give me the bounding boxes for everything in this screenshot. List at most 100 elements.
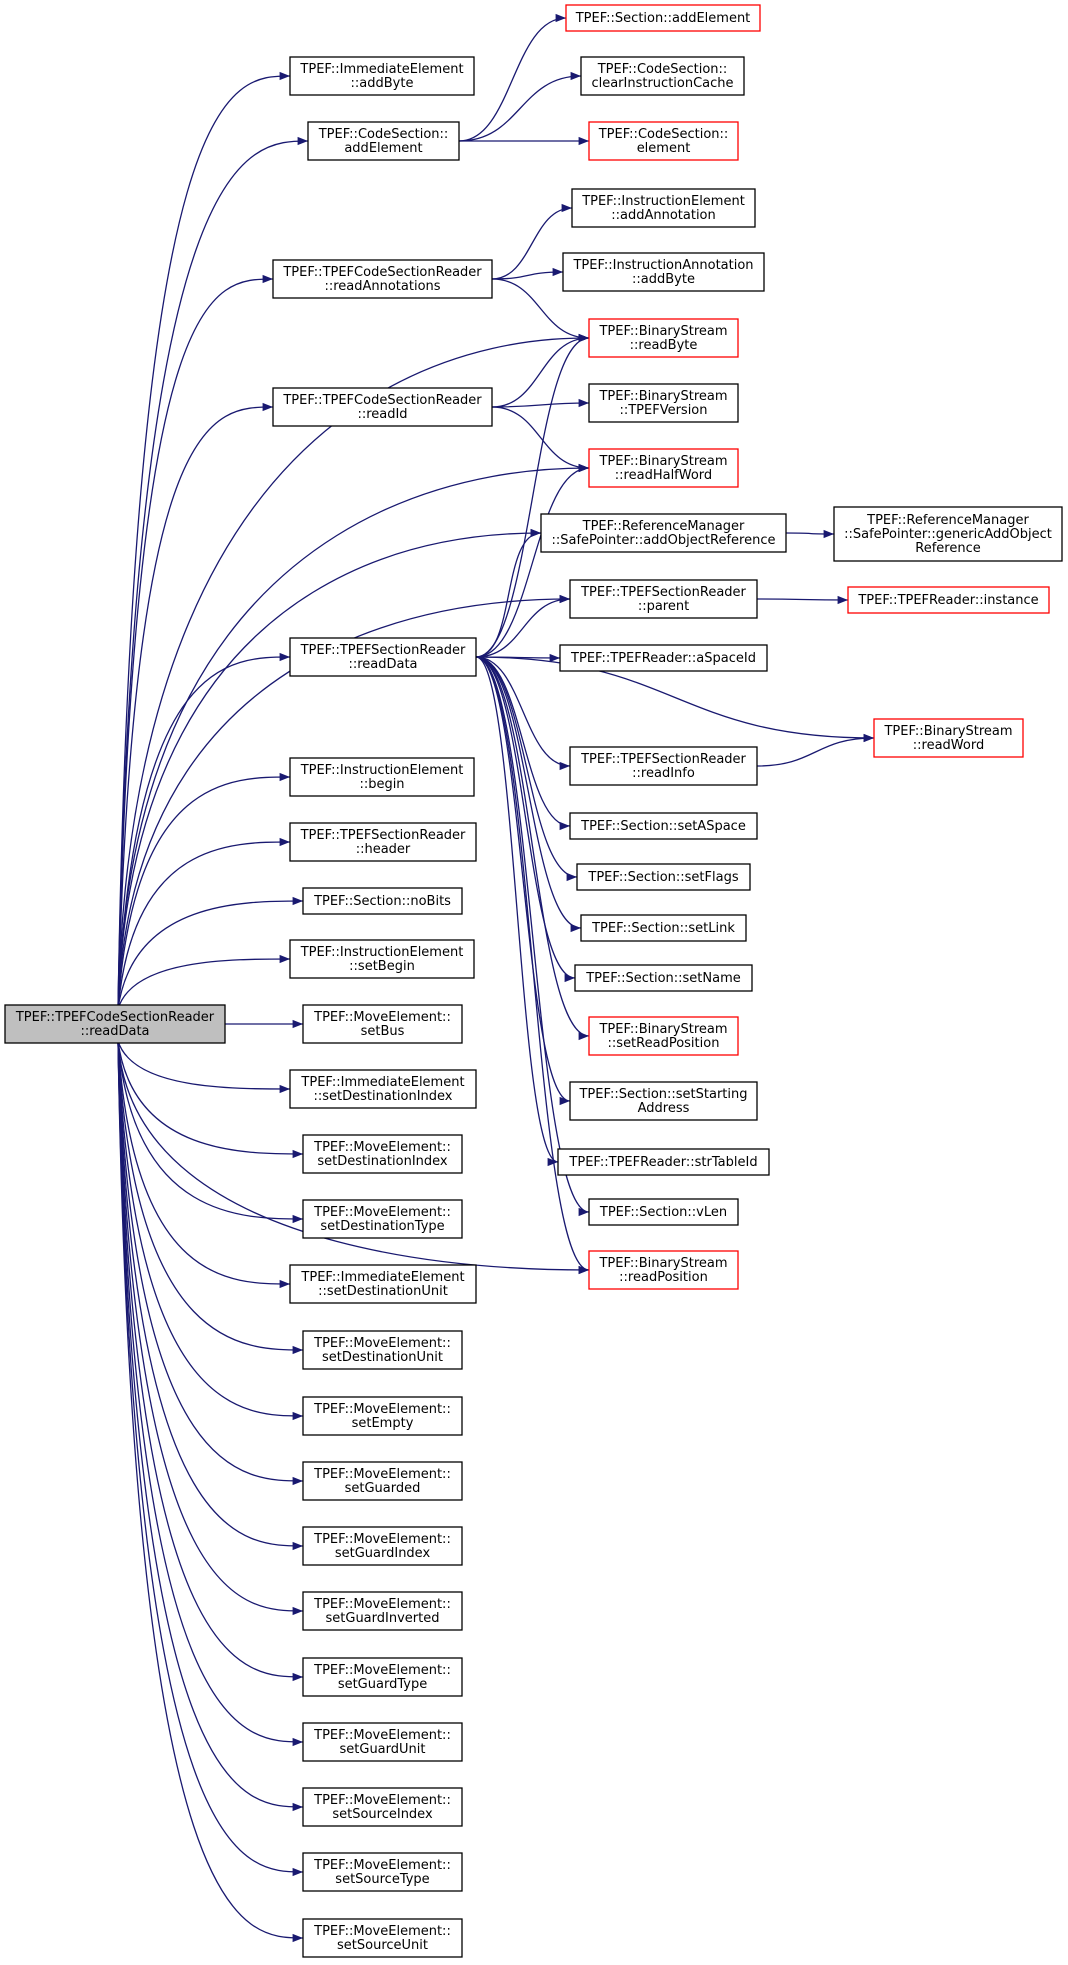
node-instance[interactable]: TPEF::TPEFReader::instance <box>847 586 1050 614</box>
node-label: TPEF::MoveElement:: <box>313 1140 451 1155</box>
node-label: ::readPosition <box>619 1270 708 1285</box>
node-set-guard-inverted[interactable]: TPEF::MoveElement::setGuardInverted <box>302 1591 463 1631</box>
node-box <box>289 939 475 979</box>
node-box <box>289 757 475 797</box>
node-label: TPEF::TPEFReader::aSpaceId <box>570 651 756 666</box>
node-add-obj-ref[interactable]: TPEF::ReferenceManager::SafePointer::add… <box>540 513 787 553</box>
node-label: setDestinationIndex <box>317 1154 448 1169</box>
node-box <box>571 188 756 228</box>
node-v-len[interactable]: TPEF::Section::vLen <box>588 1198 739 1226</box>
node-set-guard-unit[interactable]: TPEF::MoveElement::setGuardUnit <box>302 1722 463 1762</box>
node-set-begin[interactable]: TPEF::InstructionElement::setBegin <box>289 939 475 979</box>
node-box <box>580 914 747 942</box>
node-read-position[interactable]: TPEF::BinaryStream::readPosition <box>588 1250 739 1290</box>
node-set-guard-index[interactable]: TPEF::MoveElement::setGuardIndex <box>302 1526 463 1566</box>
node-mv-set-dest-idx[interactable]: TPEF::MoveElement::setDestinationIndex <box>302 1134 463 1174</box>
node-clear-cache[interactable]: TPEF::CodeSection::clearInstructionCache <box>580 56 745 96</box>
node-set-bus[interactable]: TPEF::MoveElement::setBus <box>302 1004 463 1044</box>
node-sec-add-element[interactable]: TPEF::Section::addElement <box>565 4 761 32</box>
edge-sec-read-data-to-set-read-position <box>475 656 590 1041</box>
edge-read-id-to-tpef-version <box>491 398 590 408</box>
edge-read-annotations-to-ann-add-byte <box>491 267 564 280</box>
node-label: TPEF::MoveElement:: <box>313 1793 451 1808</box>
node-label: ::readId <box>357 407 407 422</box>
node-read-half-word[interactable]: TPEF::BinaryStream::readHalfWord <box>588 448 739 488</box>
node-box <box>302 1199 463 1239</box>
node-read-annotations[interactable]: TPEF::TPEFCodeSectionReader::readAnnotat… <box>272 259 493 299</box>
node-box <box>289 1264 477 1304</box>
node-label: ::setReadPosition <box>608 1036 720 1051</box>
node-set-read-position[interactable]: TPEF::BinaryStream::setReadPosition <box>588 1016 739 1056</box>
node-label: TPEF::TPEFReader::strTableId <box>568 1155 757 1170</box>
node-tpef-version[interactable]: TPEF::BinaryStream::TPEFVersion <box>588 383 739 423</box>
node-header[interactable]: TPEF::TPEFSectionReader::header <box>289 822 477 862</box>
node-label: TPEF::MoveElement:: <box>313 1924 451 1939</box>
edge-root-to-set-guarded <box>117 1040 304 1486</box>
node-set-empty[interactable]: TPEF::MoveElement::setEmpty <box>302 1396 463 1436</box>
node-read-id[interactable]: TPEF::TPEFCodeSectionReader::readId <box>272 387 493 427</box>
node-sec-read-data[interactable]: TPEF::TPEFSectionReader::readData <box>289 637 477 677</box>
node-parent[interactable]: TPEF::TPEFSectionReader::parent <box>569 579 758 619</box>
edge-sec-read-data-to-str-table-id <box>475 656 559 1167</box>
node-read-info[interactable]: TPEF::TPEFSectionReader::readInfo <box>569 746 758 786</box>
node-cs-element[interactable]: TPEF::CodeSection::element <box>588 121 739 161</box>
edge-root-to-ie-begin <box>117 772 291 1010</box>
edge-sec-read-data-to-read-info <box>475 656 571 771</box>
node-set-guard-type[interactable]: TPEF::MoveElement::setGuardType <box>302 1657 463 1697</box>
node-box <box>289 56 475 96</box>
node-label: TPEF::BinaryStream <box>598 324 727 339</box>
edge-read-annotations-to-read-byte <box>491 278 590 343</box>
node-generic-add-obj[interactable]: TPEF::ReferenceManager::SafePointer::gen… <box>833 506 1063 562</box>
node-set-guarded[interactable]: TPEF::MoveElement::setGuarded <box>302 1461 463 1501</box>
node-label: TPEF::MoveElement:: <box>313 1402 451 1417</box>
edge-sec-read-data-to-set-starting-addr <box>475 656 571 1106</box>
node-label: setGuardType <box>338 1677 427 1692</box>
edge-root-to-imm-set-dest-unit <box>117 1040 291 1289</box>
edge-root-to-mv-set-dest-idx <box>117 1040 304 1159</box>
node-box <box>873 718 1024 758</box>
node-ie-begin[interactable]: TPEF::InstructionElement::begin <box>289 757 475 797</box>
node-read-byte[interactable]: TPEF::BinaryStream::readByte <box>588 318 739 358</box>
node-cs-add-element[interactable]: TPEF::CodeSection::addElement <box>307 121 460 161</box>
node-label: TPEF::ImmediateElement <box>300 1075 464 1090</box>
node-set-link[interactable]: TPEF::Section::setLink <box>580 914 747 942</box>
node-set-source-unit[interactable]: TPEF::MoveElement::setSourceUnit <box>302 1918 463 1958</box>
node-no-bits[interactable]: TPEF::Section::noBits <box>302 887 463 915</box>
node-imm-add-byte[interactable]: TPEF::ImmediateElement::addByte <box>289 56 475 96</box>
node-imm-set-dest-idx[interactable]: TPEF::ImmediateElement::setDestinationIn… <box>289 1069 477 1109</box>
node-str-table-id[interactable]: TPEF::TPEFReader::strTableId <box>557 1148 770 1176</box>
node-label: TPEF::TPEFCodeSectionReader <box>282 265 482 280</box>
node-mv-set-dest-type[interactable]: TPEF::MoveElement::setDestinationType <box>302 1199 463 1239</box>
node-box <box>833 506 1063 562</box>
edge-sec-read-data-to-read-half-word <box>475 463 590 658</box>
node-box <box>302 1852 463 1892</box>
node-set-source-index[interactable]: TPEF::MoveElement::setSourceIndex <box>302 1787 463 1827</box>
node-label: TPEF::TPEFSectionReader <box>580 585 746 600</box>
node-label: TPEF::MoveElement:: <box>313 1597 451 1612</box>
node-ann-add-byte[interactable]: TPEF::InstructionAnnotation::addByte <box>562 252 765 292</box>
edge-root-to-set-source-unit <box>117 1040 304 1943</box>
node-box <box>588 121 739 161</box>
node-root[interactable]: TPEF::TPEFCodeSectionReader::readData <box>4 1004 226 1044</box>
node-set-aspace[interactable]: TPEF::Section::setASpace <box>569 812 758 840</box>
node-read-word[interactable]: TPEF::BinaryStream::readWord <box>873 718 1024 758</box>
node-label: ::setDestinationIndex <box>313 1089 452 1104</box>
edge-sec-read-data-to-add-obj-ref <box>475 528 542 658</box>
node-label: ::SafePointer::addObjectReference <box>552 533 776 548</box>
node-label: ::begin <box>359 777 404 792</box>
node-add-annotation[interactable]: TPEF::InstructionElement::addAnnotation <box>571 188 756 228</box>
node-imm-set-dest-unit[interactable]: TPEF::ImmediateElement::setDestinationUn… <box>289 1264 477 1304</box>
node-box <box>540 513 787 553</box>
node-a-space-id[interactable]: TPEF::TPEFReader::aSpaceId <box>559 644 768 672</box>
node-box <box>588 448 739 488</box>
node-set-source-type[interactable]: TPEF::MoveElement::setSourceType <box>302 1852 463 1892</box>
edge-root-to-header <box>117 837 291 1010</box>
node-set-flags[interactable]: TPEF::Section::setFlags <box>576 863 751 891</box>
edge-sec-read-data-to-v-len <box>475 656 590 1217</box>
node-set-name[interactable]: TPEF::Section::setName <box>574 964 753 992</box>
node-box <box>588 383 739 423</box>
node-mv-set-dest-unit[interactable]: TPEF::MoveElement::setDestinationUnit <box>302 1330 463 1370</box>
node-label: setEmpty <box>352 1416 414 1431</box>
node-label: TPEF::ImmediateElement <box>300 1270 464 1285</box>
